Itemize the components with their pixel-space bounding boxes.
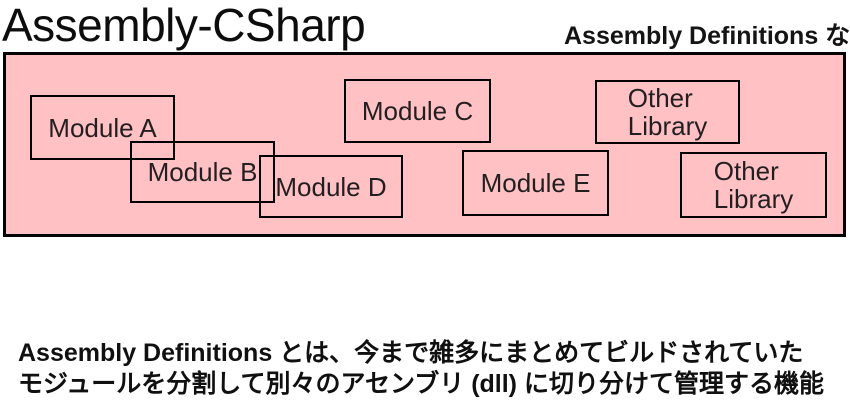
header-note: Assembly Definitions なし (564, 22, 850, 50)
other-library-2-box: Other Library (680, 152, 827, 218)
module-b-box: Module B (130, 141, 275, 203)
caption-text: Assembly Definitions とは、今まで雑多にまとめてビルドされて… (18, 338, 824, 400)
module-d-box: Module D (259, 155, 403, 218)
caption-line-2: モジュールを分割して別々のアセンブリ (dll) に切り分けて管理する機能 (18, 370, 824, 398)
page-title: Assembly-CSharp (2, 0, 366, 51)
assembly-csharp-container: Module A Module B Module C Module D Modu… (3, 52, 846, 237)
other-library-1-label: Other Library (627, 83, 708, 141)
module-c-label: Module C (361, 96, 474, 126)
other-library-1-box: Other Library (595, 80, 740, 144)
module-d-label: Module D (275, 171, 387, 202)
module-e-label: Module E (480, 168, 591, 198)
module-b-label: Module B (147, 157, 258, 187)
other-library-2-label: Other Library (713, 156, 794, 214)
module-a-label: Module A (48, 112, 157, 143)
caption-line-1: Assembly Definitions とは、今まで雑多にまとめてビルドされて… (18, 339, 804, 367)
module-e-box: Module E (462, 150, 609, 216)
module-c-box: Module C (344, 79, 491, 143)
module-a-box: Module A (30, 95, 175, 160)
